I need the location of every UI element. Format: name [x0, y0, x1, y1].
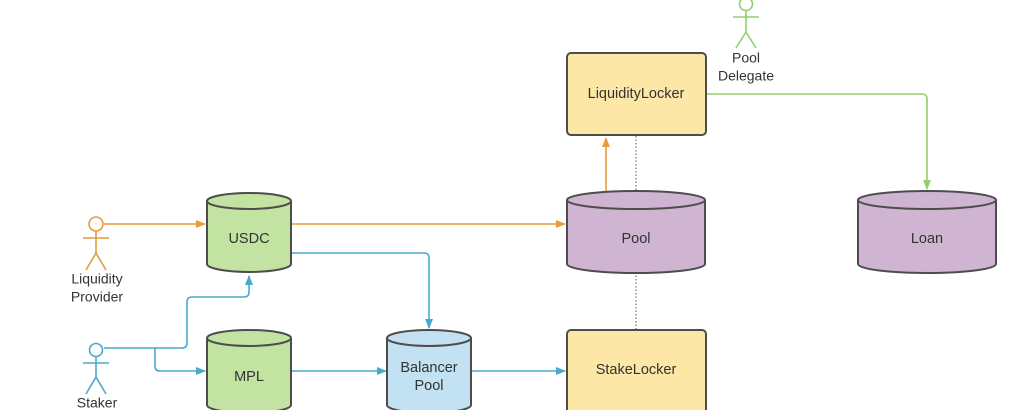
node-label: StakeLocker	[596, 362, 677, 378]
person-icon	[733, 0, 759, 49]
actor-label-line-1: Liquidity	[71, 271, 122, 287]
cylinder-top	[857, 190, 997, 210]
node-label-line-1: Balancer	[400, 360, 457, 376]
edge-staker-usdc	[104, 275, 253, 349]
node-label: MPL	[234, 369, 264, 385]
node-label: USDC	[228, 231, 269, 247]
box	[566, 52, 707, 136]
node-balancer-pool[interactable]: Balancer Pool	[386, 329, 472, 410]
actor-label-line-1: Pool	[732, 50, 760, 66]
node-liquidity-locker[interactable]: LiquidityLocker	[566, 52, 707, 136]
cylinder-body	[386, 338, 472, 410]
edge-staker-mpl	[154, 348, 206, 375]
actor-liquidity-provider[interactable]: Liquidity Provider	[71, 216, 123, 305]
cylinder-top	[386, 329, 472, 347]
node-label-line-2: Pool	[414, 378, 443, 394]
cylinder-body	[206, 338, 292, 410]
cylinder-top	[566, 190, 706, 210]
node-pool[interactable]: Pool	[566, 190, 706, 274]
actor-staker[interactable]: Staker	[77, 342, 118, 410]
node-usdc[interactable]: USDC	[206, 192, 292, 273]
node-stake-locker[interactable]: StakeLocker	[566, 329, 707, 410]
cylinder-top	[206, 329, 292, 347]
actor-pool-delegate[interactable]: Pool Delegate	[718, 0, 774, 84]
cylinder-top	[206, 192, 292, 210]
edge-usdc-balancer-pool	[291, 252, 433, 329]
person-icon	[83, 216, 109, 271]
person-icon	[83, 342, 109, 395]
box	[566, 329, 707, 410]
edges	[104, 93, 931, 375]
actor-label-line-2: Provider	[71, 289, 123, 305]
cylinder-body	[857, 200, 997, 274]
node-loan[interactable]: Loan	[857, 190, 997, 274]
node-label: Pool	[621, 231, 650, 247]
actor-label: Staker	[77, 395, 118, 410]
node-label: Loan	[911, 231, 943, 247]
node-label: LiquidityLocker	[588, 86, 685, 102]
cylinder-body	[206, 201, 292, 273]
cylinder-body	[566, 200, 706, 274]
node-mpl[interactable]: MPL	[206, 329, 292, 410]
actor-label-line-2: Delegate	[718, 68, 774, 84]
edge-liquidity-locker-loan	[706, 93, 931, 190]
